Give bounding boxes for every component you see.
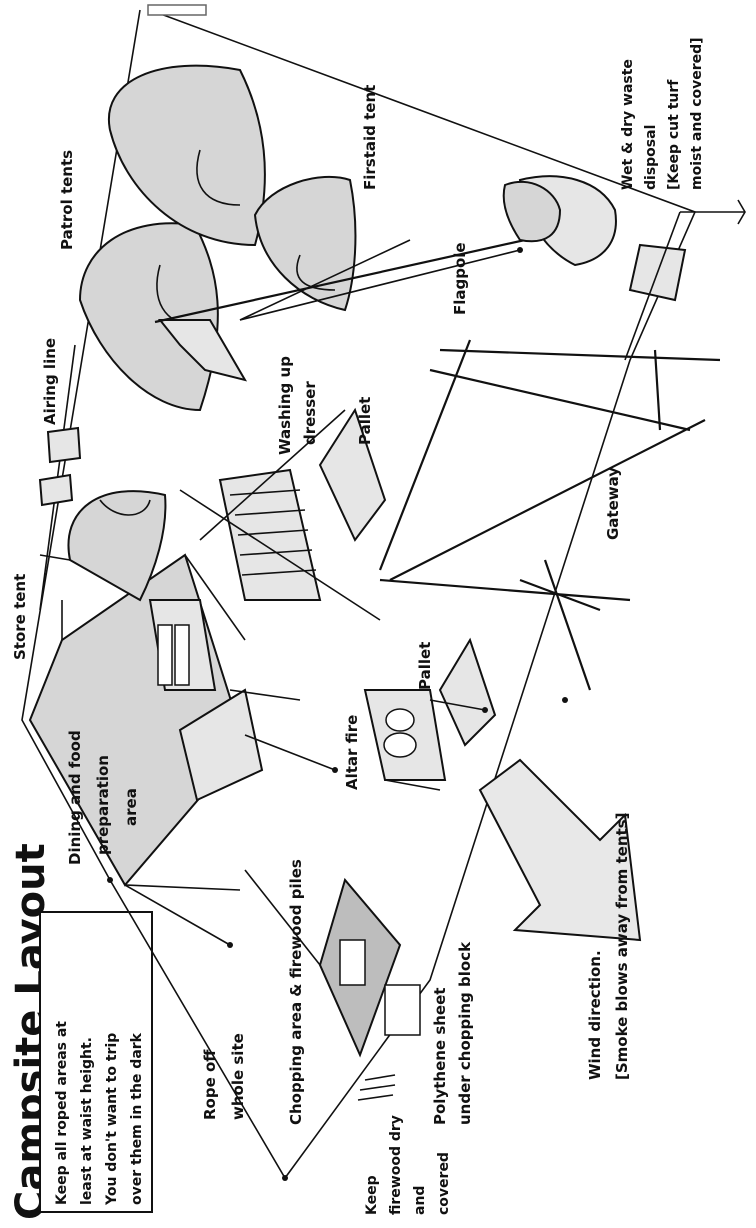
label-pallet-1: Pallet [356,397,374,445]
label-waste-2: disposal [643,125,659,190]
label-patrol-tents: Patrol tents [58,150,76,250]
patrol-tent-2 [107,64,266,247]
label-keep-firewood-2: firewood dry [388,1115,404,1215]
label-dining-2: preparation [94,755,112,855]
label-washing-up-1: Washing up [276,356,294,455]
patrol-tent-1 [78,222,248,412]
guy-pegs [107,247,568,1181]
label-wind-2: [Smoke blows away from tents] [613,813,631,1080]
label-keep-firewood-3: and [412,1186,428,1215]
chopping-area [244,869,421,1101]
label-firstaid-tent: Firstaid tent [361,85,379,190]
label-keep-firewood-1: Keep [364,1175,380,1215]
label-pallet-2: Pallet [416,642,434,690]
label-keep-firewood-4: covered [436,1152,452,1215]
label-waste-1: Wet & dry waste [620,59,636,190]
gateway [378,339,721,691]
waste-disposal [502,175,746,361]
note-line-2: least at waist height. [79,1037,95,1205]
label-waste-3: [Keep cut turf [666,79,682,190]
note-line-4: over them in the dark [129,1032,145,1205]
label-gateway: Gateway [604,467,622,540]
label-altar-fire: Altar fire [343,715,361,790]
note-line-1: Keep all roped areas at [54,1021,70,1205]
note-box: Keep all roped areas at least at waist h… [39,911,153,1213]
label-rope-off-2: whole site [229,1033,247,1120]
pallet-2 [438,637,497,747]
label-polythene-2: under chopping block [456,941,474,1125]
altar-fire [363,689,486,791]
label-airing-line: Airing line [41,338,59,425]
label-waste-4: moist and covered] [689,37,705,190]
washing-up-dresser [179,409,381,621]
label-chopping: Chopping area & firewood piles [287,859,305,1125]
store-tent [39,490,167,602]
label-dining-3: area [122,788,140,826]
label-flagpole: Flagpole [451,242,469,315]
dining-shelter [28,553,336,946]
label-store-tent: Store tent [11,574,29,660]
wind-arrow [478,758,642,942]
label-dining-1: Dining and food [66,730,84,865]
pallet-1 [318,407,387,542]
perimeter-rope [21,4,697,1180]
note-line-3: You don't want to trip [104,1033,120,1206]
airing-line [38,344,82,611]
label-washing-up-2: dresser [301,381,319,445]
label-wind-1: Wind direction. [586,950,604,1080]
flagpole [154,238,526,324]
label-rope-off-1: Rope off [201,1049,219,1120]
label-polythene-1: Polythene sheet [431,988,449,1125]
